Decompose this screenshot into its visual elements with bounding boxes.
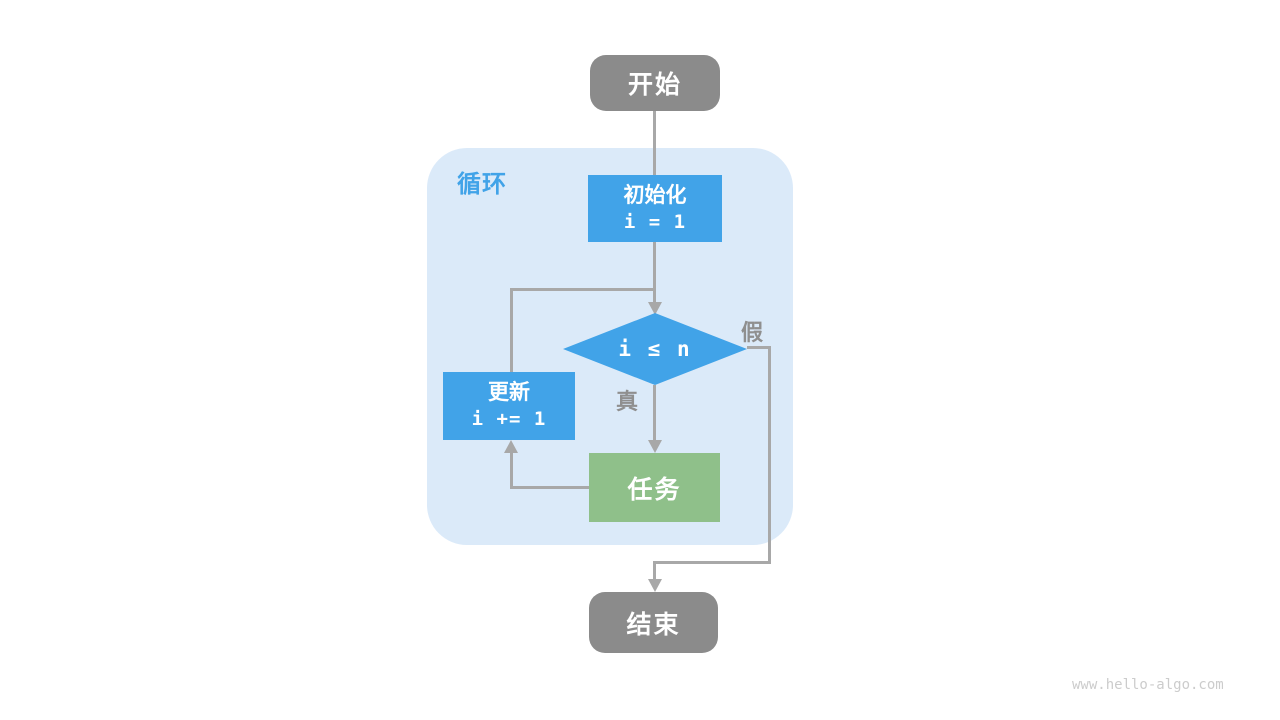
arrowhead-into-update bbox=[504, 440, 518, 453]
edge-update-merge-horizontal bbox=[510, 288, 656, 291]
end-node: 结束 bbox=[589, 592, 718, 653]
task-node-label: 任务 bbox=[627, 475, 682, 504]
false-edge-label: 假 bbox=[741, 320, 764, 345]
init-node-label: 初始化 bbox=[623, 183, 687, 207]
edge-start-to-init bbox=[653, 111, 656, 176]
arrowhead-into-condition bbox=[648, 302, 662, 315]
edge-task-to-update-vertical bbox=[510, 452, 513, 489]
update-node-label: 更新 bbox=[488, 381, 530, 404]
true-edge-label: 真 bbox=[616, 389, 639, 414]
task-node: 任务 bbox=[589, 453, 720, 522]
condition-node-label: i ≤ n bbox=[618, 337, 692, 361]
end-node-label: 结束 bbox=[626, 610, 681, 639]
init-node: 初始化 i = 1 bbox=[588, 175, 722, 242]
watermark-text: www.hello-algo.com bbox=[1072, 677, 1224, 693]
update-node-code: i += 1 bbox=[471, 408, 547, 431]
edge-task-to-update-horizontal bbox=[510, 486, 590, 489]
edge-condition-to-task bbox=[653, 385, 656, 442]
edge-init-to-condition bbox=[653, 242, 656, 304]
edge-false-horizontal bbox=[747, 346, 771, 349]
start-node-label: 开始 bbox=[627, 71, 682, 99]
loop-container-label: 循环 bbox=[457, 171, 507, 198]
start-node: 开始 bbox=[590, 55, 720, 111]
update-node: 更新 i += 1 bbox=[443, 372, 575, 440]
init-node-code: i = 1 bbox=[623, 210, 687, 233]
edge-false-vertical bbox=[768, 346, 771, 564]
arrowhead-into-task bbox=[648, 440, 662, 453]
edge-false-to-end-vertical bbox=[653, 561, 656, 581]
edge-update-up-vertical bbox=[510, 288, 513, 372]
edge-false-to-end-horizontal bbox=[653, 561, 771, 564]
arrowhead-into-end bbox=[648, 579, 662, 592]
